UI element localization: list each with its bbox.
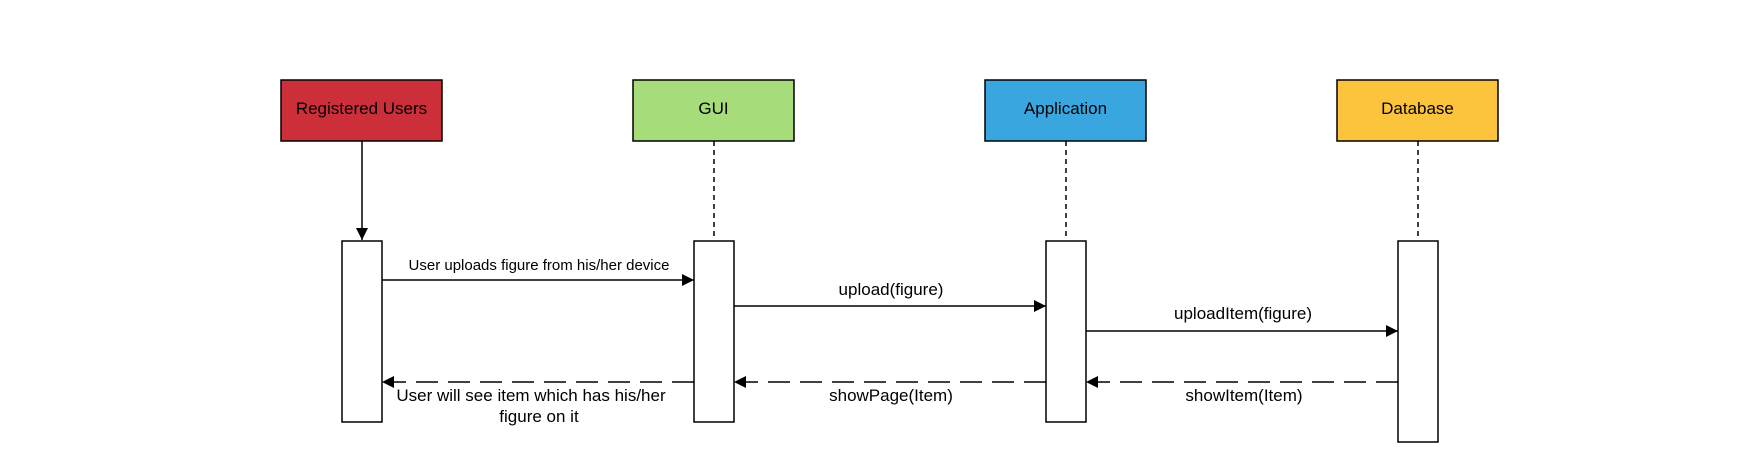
- actor-registered-users: Registered Users: [280, 79, 443, 142]
- actor-box: [1336, 79, 1499, 142]
- activation-bar-gui: [693, 240, 735, 423]
- actor-label: Registered Users: [296, 99, 427, 118]
- message-label: uploadItem(figure): [1174, 304, 1312, 323]
- message-upload-item: uploadItem(figure): [1086, 304, 1398, 337]
- message-label-line-2: figure on it: [499, 407, 579, 426]
- message-label: showItem(Item): [1185, 386, 1302, 405]
- actor-label: GUI: [698, 99, 728, 118]
- actor-database: Database: [1336, 79, 1499, 142]
- message-label: upload(figure): [839, 280, 944, 299]
- actor-box: [280, 79, 443, 142]
- activation-bar-database: [1397, 240, 1439, 443]
- activation-bar-application: [1045, 240, 1087, 423]
- actor-label: Database: [1381, 99, 1454, 118]
- actor-application: Application: [984, 79, 1147, 142]
- actor-box: [632, 79, 795, 142]
- message-label-line-1: User will see item which has his/her: [396, 386, 666, 405]
- message-user-sees-item: User will see item which has his/her fig…: [382, 376, 694, 426]
- activation-bar-registered-users: [341, 240, 383, 423]
- message-show-page: showPage(Item): [734, 376, 1046, 405]
- message-show-item: showItem(Item): [1086, 376, 1398, 405]
- actor-label: Application: [1024, 99, 1107, 118]
- actor-box: [984, 79, 1147, 142]
- message-upload: upload(figure): [734, 280, 1046, 312]
- message-user-upload: User uploads figure from his/her device: [382, 257, 694, 286]
- actor-gui: GUI: [632, 79, 795, 142]
- message-label: User uploads figure from his/her device: [409, 257, 670, 274]
- message-label: showPage(Item): [829, 386, 953, 405]
